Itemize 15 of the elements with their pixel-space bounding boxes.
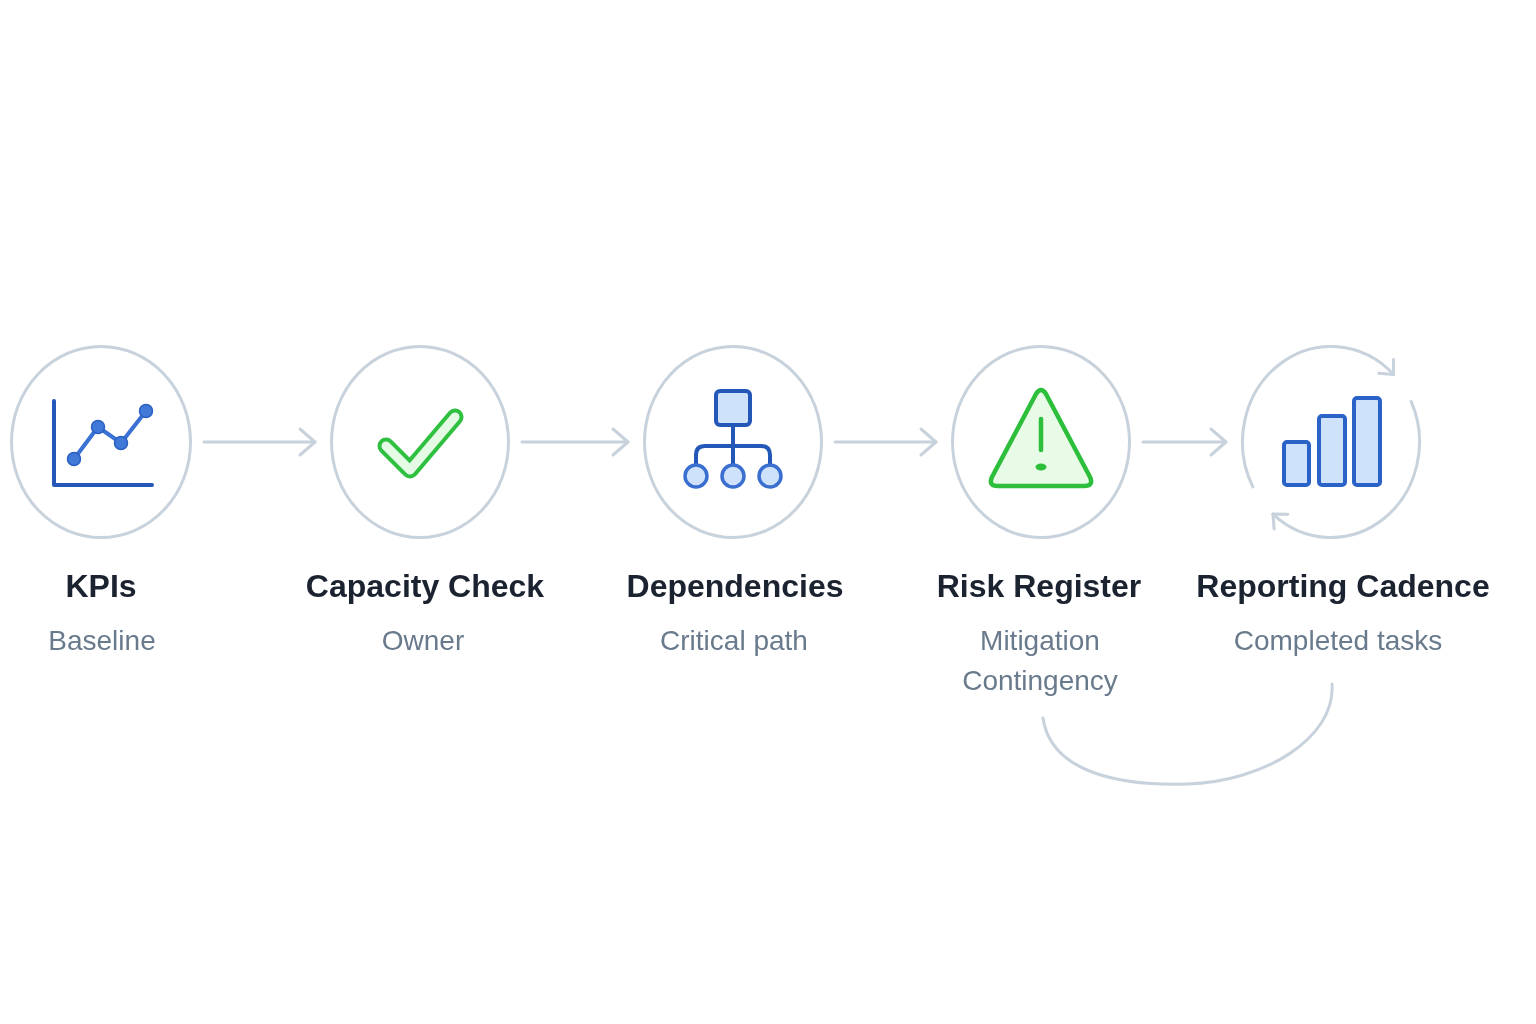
arrow	[1141, 427, 1228, 457]
step-title: Dependencies	[626, 567, 844, 606]
step-caption: Owner	[381, 624, 465, 658]
step-caption: Critical path	[660, 624, 808, 658]
step-title: KPIs	[65, 567, 137, 606]
arrow	[202, 427, 317, 457]
arrow	[520, 427, 630, 457]
step-caption: Mitigation Contingency	[962, 624, 1118, 698]
step-title: Capacity Check	[305, 567, 545, 606]
step-caption: Baseline	[48, 624, 156, 658]
step-title: Risk Register	[936, 567, 1142, 606]
arrow	[833, 427, 938, 457]
curved-connector	[1041, 682, 1334, 786]
step-title: Reporting Cadence	[1196, 567, 1490, 606]
step-caption: Completed tasks	[1233, 624, 1443, 658]
